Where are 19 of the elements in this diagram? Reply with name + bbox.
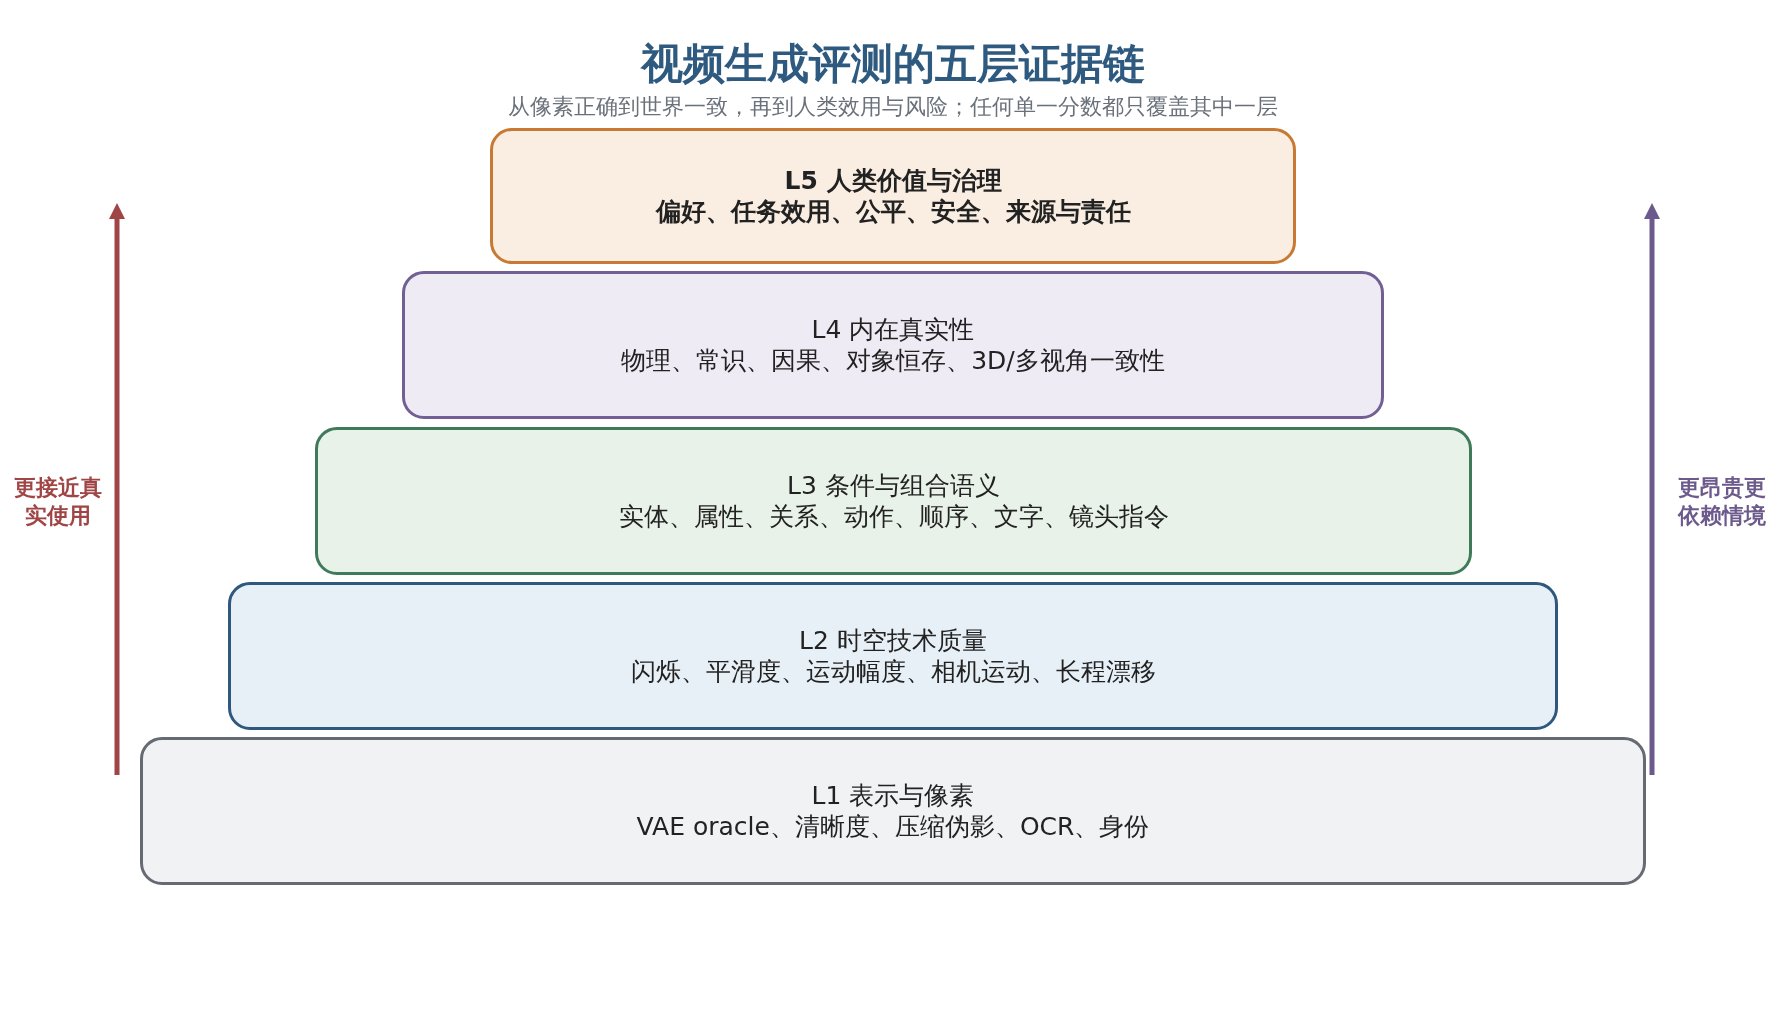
layer-title: L2 时空技术质量 [799, 625, 987, 656]
layer-description: VAE oracle、清晰度、压缩伪影、OCR、身份 [636, 811, 1150, 842]
layer-box [228, 582, 1558, 730]
layer-description: 实体、属性、关系、动作、顺序、文字、镜头指令 [618, 501, 1169, 532]
side-label: 更接近真实使用 [13, 474, 103, 530]
layer-title: L3 条件与组合语义 [787, 470, 1000, 501]
layer-box [315, 427, 1472, 575]
layer-description: 物理、常识、因果、对象恒存、3D/多视角一致性 [621, 345, 1165, 376]
title: 视频生成评测的五层证据链 [639, 38, 1146, 90]
layer-title: L1 表示与像素 [811, 780, 975, 811]
layer-title: L4 内在真实性 [811, 314, 975, 345]
layer-description: 闪烁、平滑度、运动幅度、相机运动、长程漂移 [630, 656, 1156, 687]
layer-box [490, 128, 1296, 264]
layer-box [140, 737, 1646, 885]
layer-box [402, 271, 1384, 419]
layer-description: 偏好、任务效用、公平、安全、来源与责任 [655, 196, 1131, 227]
side-label: 更昂贵更依赖情境 [1676, 474, 1767, 530]
subtitle: 从像素正确到世界一致，再到人类效用与风险；任何单一分数都只覆盖其中一层 [507, 93, 1279, 121]
layer-title: L5 人类价值与治理 [784, 165, 1002, 196]
